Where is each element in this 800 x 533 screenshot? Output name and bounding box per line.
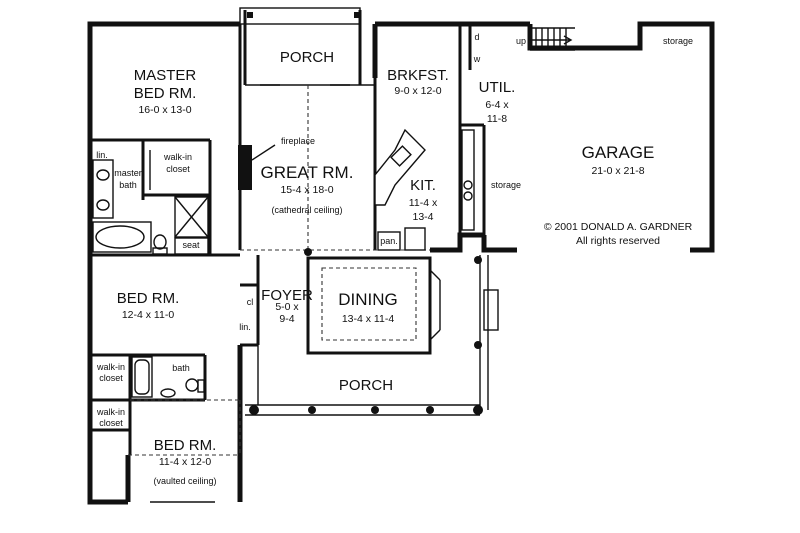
bath-label: bath xyxy=(172,363,190,373)
master-bed-label-1: MASTER xyxy=(134,67,197,84)
storage-side-label: storage xyxy=(491,180,521,190)
master-bath-label-2: bath xyxy=(119,180,137,190)
brkfst-label: BRKFST. xyxy=(387,67,449,84)
porch-bottom xyxy=(245,255,499,416)
dryer-label: d xyxy=(474,32,479,42)
walkin-bed3-label-2: closet xyxy=(99,418,123,428)
brkfst-dims: 9-0 x 12-0 xyxy=(394,85,441,97)
master-bath-fixtures xyxy=(92,150,209,255)
bed3-note: (vaulted ceiling) xyxy=(153,476,216,486)
walkin-bed2-label-2: closet xyxy=(99,373,123,383)
hall-bath-fixtures xyxy=(131,356,205,398)
room-labels: MASTER BED RM. 16-0 x 13-0 PORCH BRKFST.… xyxy=(117,49,655,486)
master-bath-label-1: master xyxy=(114,168,142,178)
interior-walls xyxy=(92,24,486,455)
great-rm-note: (cathedral ceiling) xyxy=(271,205,342,215)
small-labels: lin. master bath walk-in closet seat fir… xyxy=(96,32,693,428)
garage-label: GARAGE xyxy=(582,143,655,162)
bed3-dims: 11-4 x 12-0 xyxy=(159,456,211,468)
bed2-dims: 12-4 x 11-0 xyxy=(122,309,174,321)
foyer-dims-2: 9-4 xyxy=(279,313,294,325)
kit-dims-1: 11-4 x xyxy=(409,197,438,209)
kit-label: KIT. xyxy=(410,177,436,194)
util-label: UTIL. xyxy=(479,79,516,96)
walkin-bed3-label-1: walk-in xyxy=(96,407,125,417)
dining-dims: 13-4 x 11-4 xyxy=(342,313,394,325)
seat-label: seat xyxy=(182,240,200,250)
up-label: up xyxy=(516,36,526,46)
porch-top xyxy=(239,7,375,86)
lin-foyer-label: lin. xyxy=(239,322,251,332)
windows xyxy=(89,23,440,503)
copyright-line-2: All rights reserved xyxy=(576,235,660,247)
master-bed-dims: 16-0 x 13-0 xyxy=(138,104,191,116)
foyer-dims-1: 5-0 x xyxy=(275,301,299,313)
foyer-label: FOYER xyxy=(261,287,313,304)
copyright: © 2001 DONALD A. GARDNER All rights rese… xyxy=(544,221,693,247)
kit-dims-2: 13-4 xyxy=(412,211,433,223)
dining-bay xyxy=(304,248,441,355)
lin-master-label: lin. xyxy=(96,150,108,160)
walkin-master-label-1: walk-in xyxy=(163,152,192,162)
stairs xyxy=(530,27,575,51)
master-bed-label-2: BED RM. xyxy=(134,85,197,102)
bed2-label: BED RM. xyxy=(117,290,180,307)
pan-label: pan. xyxy=(380,236,398,246)
util-dims-2: 11-8 xyxy=(487,113,507,125)
ceiling-lines xyxy=(128,85,430,456)
storage-garage-label: storage xyxy=(663,36,693,46)
walkin-master-label-2: closet xyxy=(166,164,190,174)
walkin-bed2-label-1: walk-in xyxy=(96,362,125,372)
dining-label: DINING xyxy=(338,290,398,309)
kitchen-counters xyxy=(374,128,475,251)
great-rm-label: GREAT RM. xyxy=(261,163,354,182)
bed3-label: BED RM. xyxy=(154,437,217,454)
porch-top-label: PORCH xyxy=(280,49,334,66)
great-rm-dims: 15-4 x 18-0 xyxy=(280,184,333,196)
fireplace xyxy=(238,144,276,190)
garage-dims: 21-0 x 21-8 xyxy=(591,165,644,177)
copyright-line-1: © 2001 DONALD A. GARDNER xyxy=(544,221,693,233)
washer-label: w xyxy=(473,54,481,64)
porch-bottom-label: PORCH xyxy=(339,377,393,394)
fireplace-label: fireplace xyxy=(281,136,315,146)
util-dims-1: 6-4 x xyxy=(485,99,509,111)
cl-label: cl xyxy=(247,297,254,307)
